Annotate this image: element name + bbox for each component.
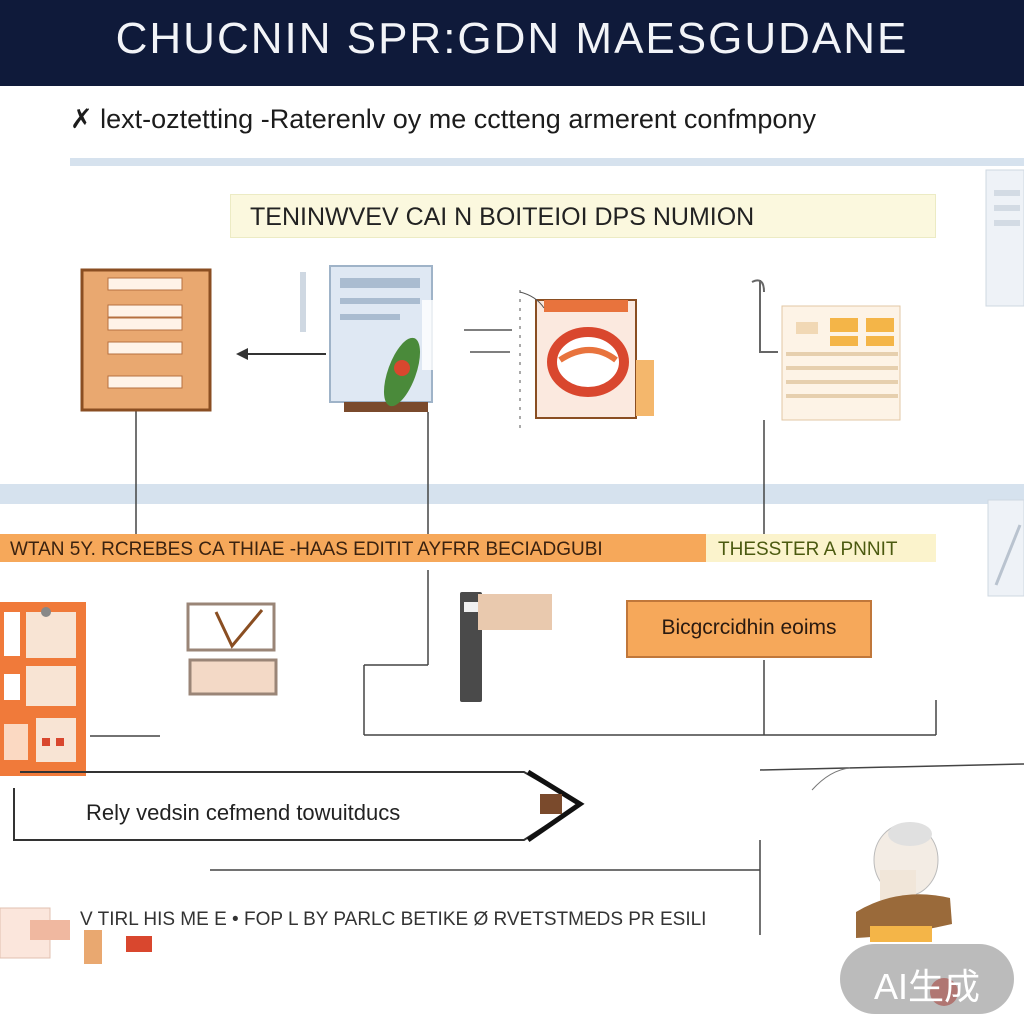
footer-tools-icon <box>0 907 152 964</box>
section-band-label-right: THESSTER A PNNIT <box>718 539 898 560</box>
chart-card-icon <box>186 602 278 696</box>
header-bar <box>0 0 1024 86</box>
connector-lines <box>90 410 1024 935</box>
arrow-left-icon <box>236 348 326 360</box>
divider-top <box>70 158 1024 166</box>
page-title: CHUCNIN SPR:GDN MAESGUDANE <box>115 14 909 63</box>
pie-chart-card-icon <box>519 290 654 430</box>
side-panel-right-bottom <box>987 499 1024 597</box>
section-band-highlight <box>706 534 936 562</box>
process-box-label: Bicgcrcidhin eoims <box>661 616 837 639</box>
dashboard-grid-icon <box>0 602 86 776</box>
form-document-icon <box>80 268 212 412</box>
section-header-box <box>230 194 936 238</box>
ai-generated-badge <box>840 944 1014 1014</box>
section-band-label: WTAN 5Y. RCREBES CA THIAE -HAAS EDITIT A… <box>10 539 603 560</box>
process-box <box>626 600 872 658</box>
subtitle: ✗ lext-oztetting -Raterenlv oy me cctten… <box>70 104 816 134</box>
connector-short <box>464 329 512 353</box>
flow-arrow-shape <box>13 769 585 843</box>
footer-caption: V TIRL HIS ME E • FOP L BY PARLC BETIKE … <box>80 909 707 930</box>
stamp-icon <box>811 767 958 1006</box>
spreadsheet-icon <box>751 279 901 421</box>
clipboard-plant-icon <box>300 265 442 412</box>
ai-generated-badge-label: AI生成 <box>873 966 980 1007</box>
bracket-tool-icon <box>460 592 552 702</box>
flow-arrow-label: Rely vedsin cefmend towuitducs <box>86 800 401 825</box>
section-header-label: TENINWVEV CAI N BOITEIOI DPS NUMION <box>250 203 755 231</box>
divider-middle <box>0 484 1024 504</box>
side-panel-right-top <box>985 169 1024 307</box>
